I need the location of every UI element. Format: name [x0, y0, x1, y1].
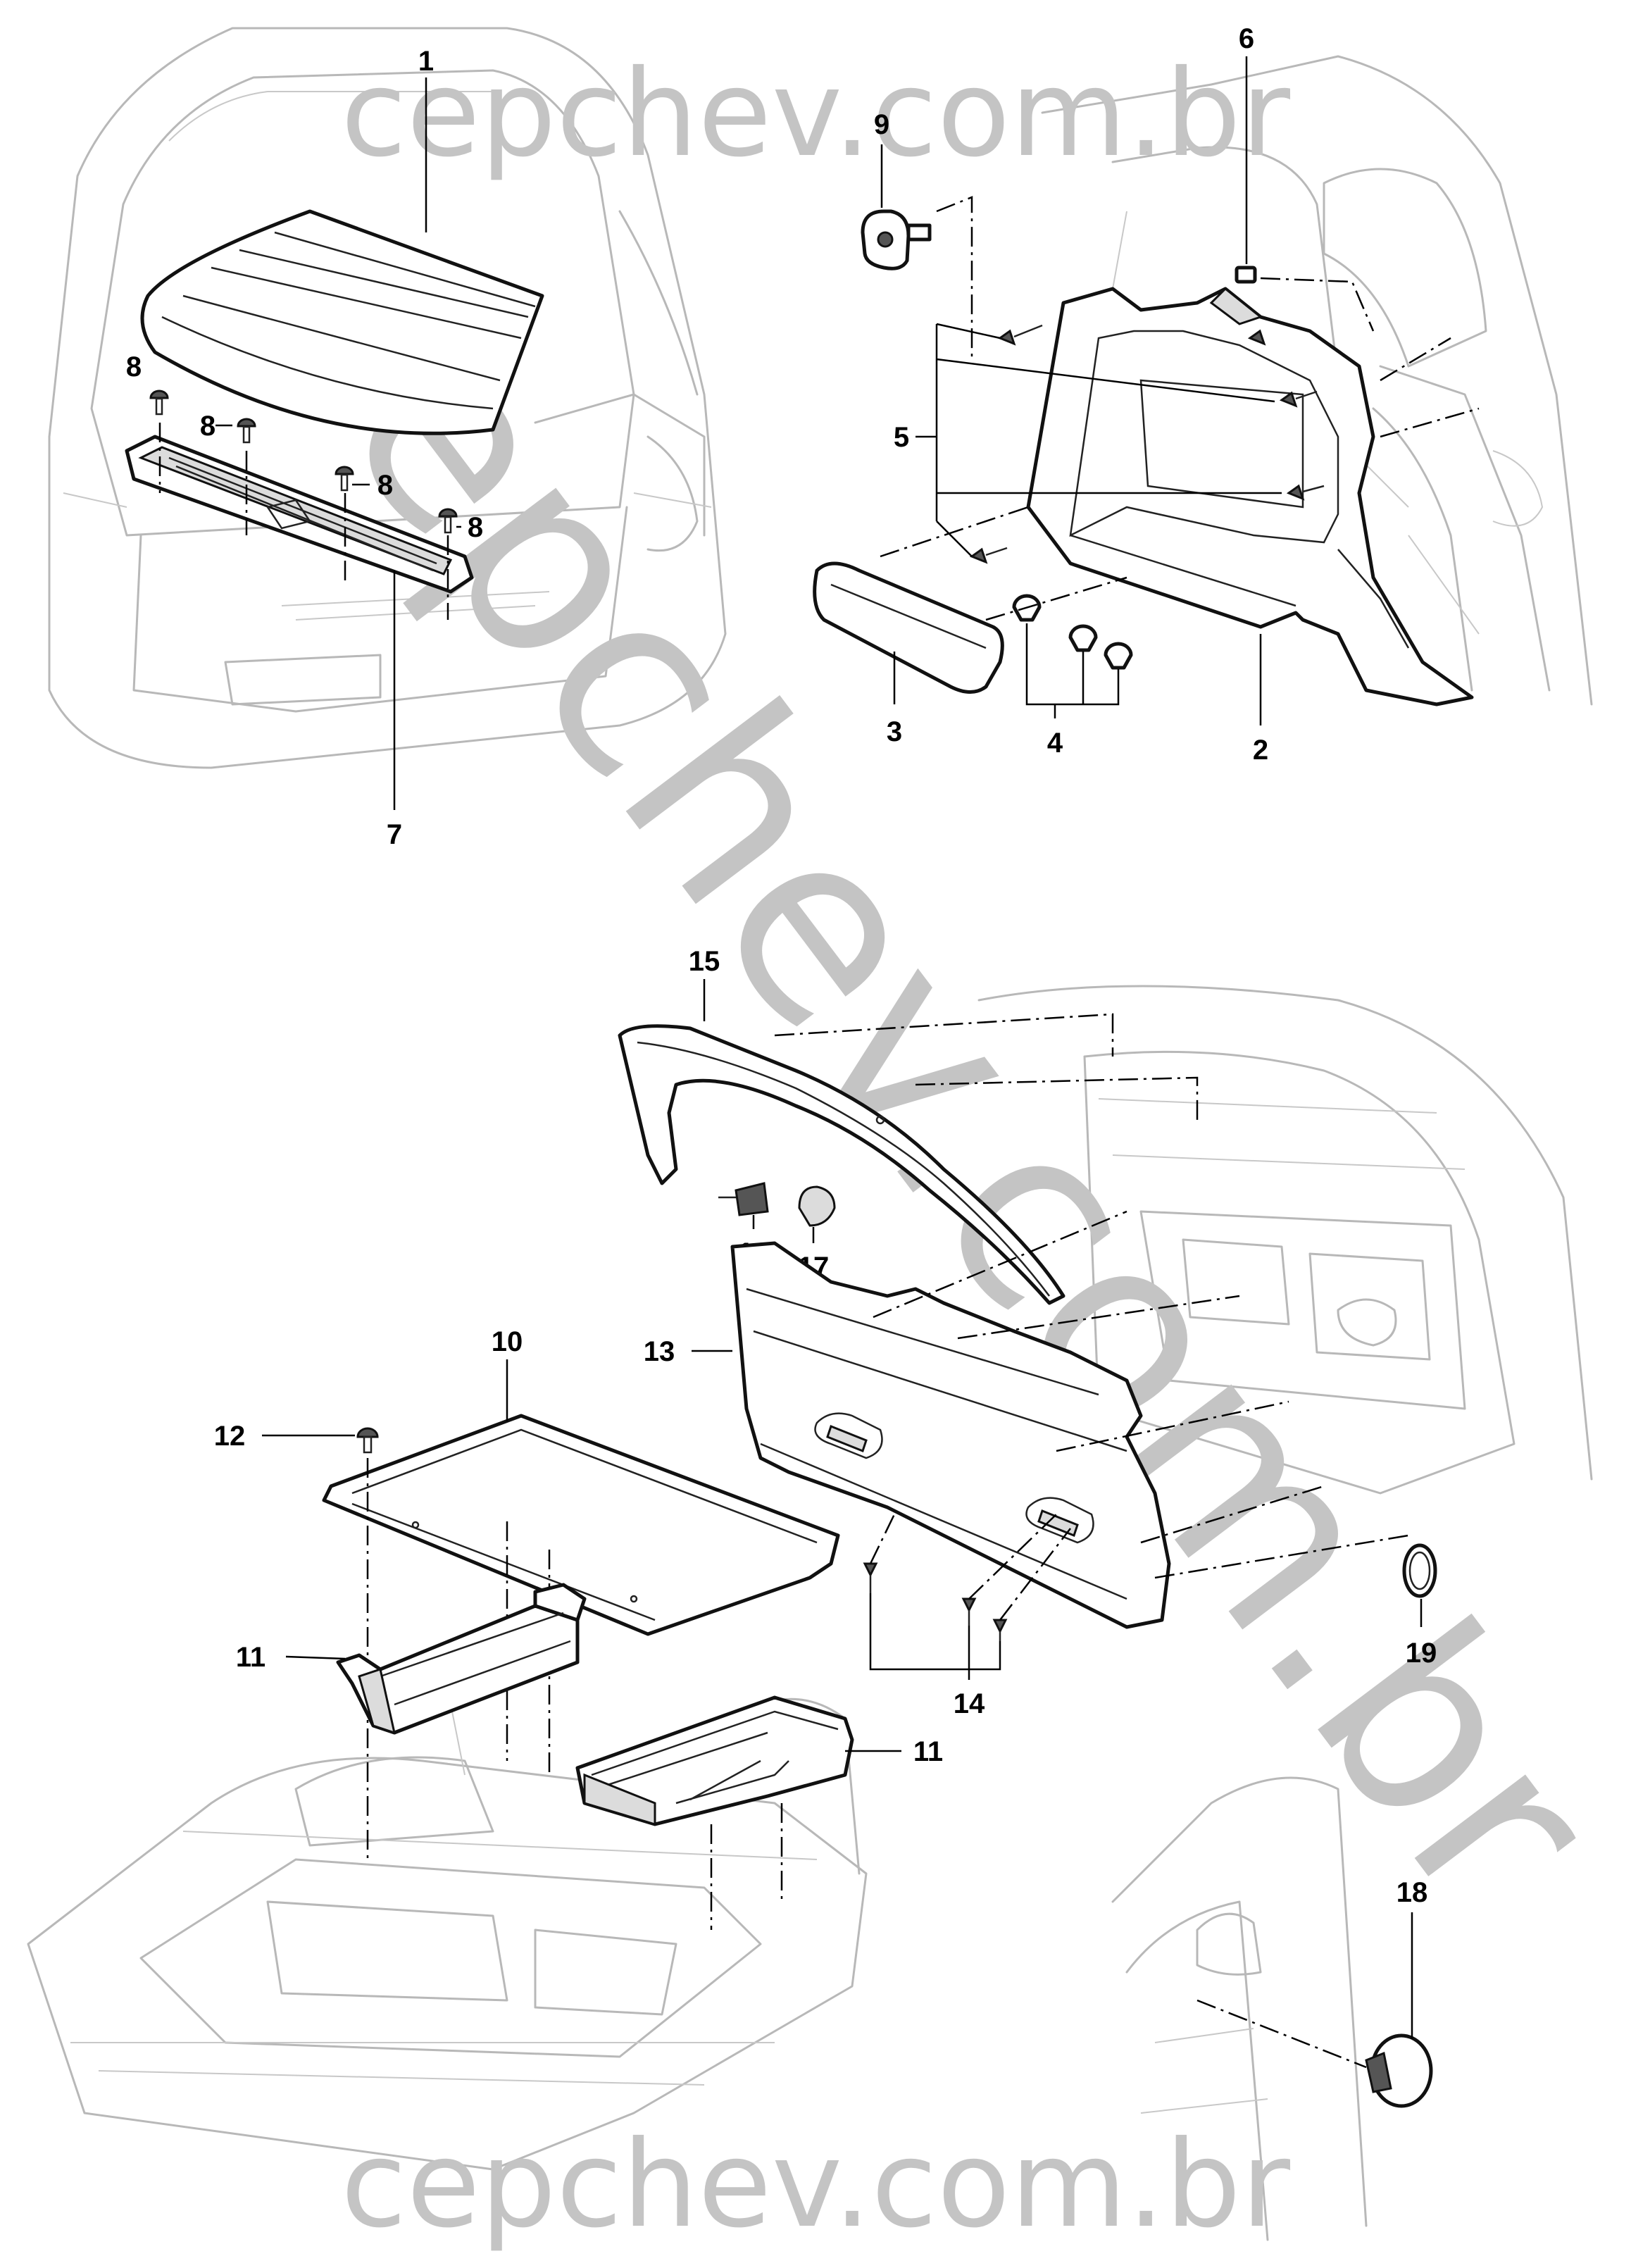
- callout-8a: 8: [126, 351, 142, 382]
- callout-3: 3: [887, 716, 902, 747]
- watermark-bottom: cepchev.com.br: [341, 2115, 1290, 2255]
- callout-8b: 8: [200, 411, 215, 442]
- part-16-bolt: [718, 1182, 769, 1216]
- part-14-screws: [863, 1562, 1008, 1641]
- callout-12: 12: [214, 1421, 246, 1452]
- callout-9: 9: [874, 109, 889, 140]
- callout-18: 18: [1396, 1877, 1428, 1908]
- callout-6: 6: [1239, 23, 1254, 54]
- callout-15: 15: [689, 946, 720, 977]
- part-7-sill-plate: [125, 435, 474, 594]
- callout-10: 10: [492, 1326, 523, 1357]
- part-2-quarter-trim-panel: [1026, 287, 1474, 706]
- part-17-cap: [798, 1185, 836, 1227]
- callout-8c: 8: [377, 470, 393, 501]
- part-19-ring-seal: [1402, 1543, 1437, 1598]
- part-12-pin: [356, 1427, 379, 1454]
- part-11-right-tray: [575, 1695, 854, 1826]
- vehicle-quarter-outline-bottom-right: [1111, 1776, 1368, 2241]
- part-15-upper-liftgate-trim: [618, 1024, 1066, 1305]
- part-10-load-floor: [322, 1414, 840, 1636]
- part-6-nut: [1235, 266, 1257, 284]
- part-5-screws: [969, 324, 1325, 564]
- callout-2: 2: [1253, 735, 1268, 766]
- callout-5: 5: [894, 422, 909, 453]
- vehicle-rear-outline-top-left: [48, 27, 727, 769]
- callout-11a: 11: [236, 1642, 265, 1673]
- callout-13: 13: [644, 1336, 675, 1367]
- callout-8d: 8: [468, 512, 483, 543]
- watermark-top: cepchev.com.br: [341, 44, 1290, 184]
- part-9-clip: [861, 209, 932, 270]
- callout-11b: 11: [913, 1736, 943, 1767]
- callout-4: 4: [1047, 728, 1063, 759]
- part-3-storage-lid: [813, 561, 1004, 694]
- callout-14: 14: [954, 1688, 985, 1719]
- part-1-cargo-cover: [140, 209, 544, 435]
- callout-19: 19: [1406, 1638, 1437, 1669]
- callout-1: 1: [418, 46, 434, 77]
- callout-7: 7: [387, 819, 402, 850]
- part-8-push-pins: [149, 390, 458, 620]
- part-18-cover-cap: [1365, 2033, 1433, 2108]
- vehicle-liftgate-outline-mid-right: [977, 985, 1593, 1495]
- part-13-lower-liftgate-trim: [730, 1241, 1171, 1629]
- part-11-left-tray: [336, 1583, 587, 1735]
